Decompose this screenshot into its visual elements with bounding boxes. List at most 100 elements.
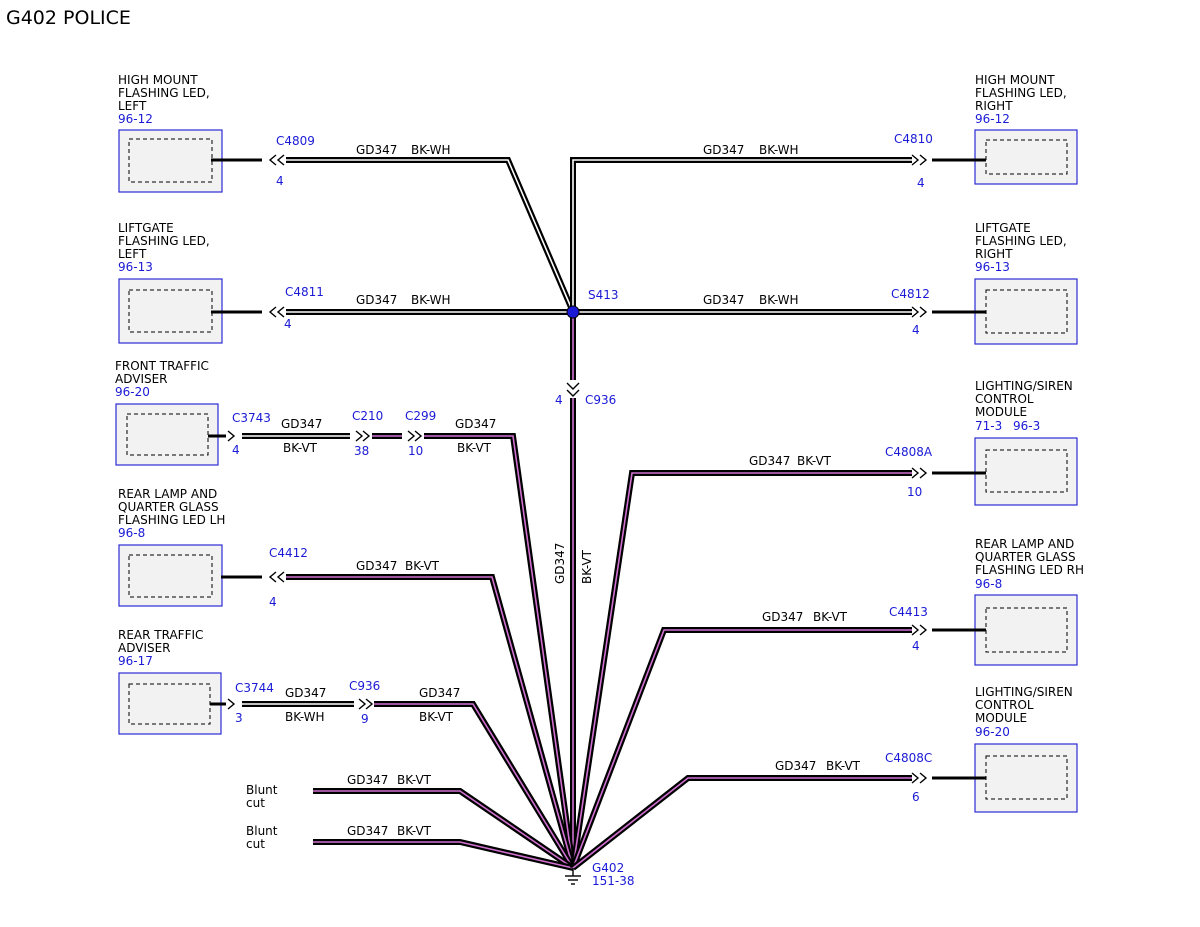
- connector-c936b-icon[interactable]: [358, 698, 367, 710]
- connector-c4810-icon-b: [919, 154, 928, 166]
- wire-c4413-ground: [570, 627, 912, 870]
- connector-c4413-icon-b: [919, 624, 928, 636]
- component-ref: 96-13: [118, 260, 153, 274]
- connector-c3744-icon[interactable]: [227, 698, 236, 710]
- component-label-line: HIGH MOUNT: [975, 73, 1055, 87]
- component-label-line: QUARTER GLASS: [975, 550, 1076, 564]
- component-inner-outline: [985, 449, 1068, 493]
- connector-c4413-id: C4413: [889, 605, 928, 619]
- connector-c4413-icon[interactable]: [911, 624, 920, 636]
- connector-c4811-pin: 4: [284, 317, 292, 331]
- wire-circuit-label: GD347: [775, 759, 816, 773]
- component-ref: 96-12: [975, 112, 1010, 126]
- component-ref: 71-3: [975, 419, 1002, 433]
- component-lighting-siren-module-1[interactable]: LIGHTING/SIREN CONTROL MODULE 71-3 96-3: [932, 379, 1078, 506]
- component-box[interactable]: [118, 278, 223, 344]
- component-box[interactable]: [115, 403, 219, 466]
- component-label-line: LIFTGATE: [975, 221, 1031, 235]
- connector-c4808a-id: C4808A: [885, 445, 933, 459]
- component-label-line: FLASHING LED LH: [118, 513, 225, 527]
- component-liftgate-left[interactable]: LIFTGATE FLASHING LED, LEFT 96-13: [118, 221, 262, 344]
- splice-s413-dot[interactable]: [566, 305, 580, 319]
- connector-c936b-id: C936: [349, 679, 380, 693]
- component-label-line: RIGHT: [975, 99, 1013, 113]
- connector-c210-icon-b: [362, 430, 371, 442]
- connector-c4812-pin: 4: [912, 323, 920, 337]
- component-label-line: QUARTER GLASS: [118, 500, 219, 514]
- connector-c4810-id: C4810: [894, 132, 933, 146]
- component-label-line: LIGHTING/SIREN: [975, 685, 1073, 699]
- wire-hm-right: [570, 157, 912, 312]
- component-label-line: FRONT TRAFFIC: [115, 359, 209, 373]
- wire-c4412-ground: [286, 574, 576, 869]
- component-label-line: LIFTGATE: [118, 221, 174, 235]
- connector-c4412-icon[interactable]: [268, 571, 277, 583]
- connector-c4809-icon[interactable]: [268, 154, 277, 166]
- connector-c4811-id: C4811: [285, 285, 324, 299]
- connector-c210-icon[interactable]: [355, 430, 364, 442]
- connector-c4412-pin: 4: [269, 595, 277, 609]
- component-liftgate-right[interactable]: LIFTGATE FLASHING LED, RIGHT 96-13: [932, 221, 1078, 345]
- connector-c210-id: C210: [352, 409, 383, 423]
- wire-color-label: BK-WH: [285, 710, 325, 724]
- component-lighting-siren-module-2[interactable]: LIGHTING/SIREN CONTROL MODULE 96-20: [932, 685, 1078, 813]
- component-high-mount-left[interactable]: HIGH MOUNT FLASHING LED, LEFT 96-12: [118, 73, 262, 193]
- connector-c4810-pin: 4: [917, 176, 925, 190]
- wire-c299-ground: [424, 433, 576, 869]
- connector-c3743-icon[interactable]: [227, 430, 236, 442]
- wire-color-label: BK-WH: [411, 293, 451, 307]
- component-label-line: CONTROL: [975, 698, 1034, 712]
- connector-c936b-icon-b: [365, 698, 374, 710]
- connector-c4810-icon[interactable]: [911, 154, 920, 166]
- component-label-line: REAR LAMP AND: [118, 487, 217, 501]
- component-label-line: ADVISER: [115, 372, 168, 386]
- wire-circuit-label: GD347: [749, 454, 790, 468]
- component-label-line: MODULE: [975, 405, 1027, 419]
- connector-c936-id: C936: [585, 393, 616, 407]
- connector-c4808c-icon[interactable]: [911, 772, 920, 784]
- wire-circuit-label: GD347: [347, 824, 388, 838]
- diagram-title: G402 POLICE: [6, 7, 131, 29]
- connector-c4809-icon-b: [276, 154, 285, 166]
- component-rear-lamp-rh[interactable]: REAR LAMP AND QUARTER GLASS FLASHING LED…: [932, 537, 1084, 666]
- wire-circuit-label: GD347: [347, 773, 388, 787]
- component-box[interactable]: [974, 129, 1078, 185]
- wires: [242, 157, 912, 871]
- blunt-cut-label-1: Blunt: [246, 783, 278, 797]
- component-front-traffic-adviser[interactable]: FRONT TRAFFIC ADVISER 96-20: [115, 359, 226, 466]
- component-box[interactable]: [118, 544, 223, 607]
- component-box[interactable]: [118, 672, 222, 735]
- component-label-line: LEFT: [118, 247, 147, 261]
- connector-c299-icon-b: [414, 430, 423, 442]
- wire-blunt1-ground: [313, 788, 575, 871]
- component-rear-traffic-adviser[interactable]: REAR TRAFFIC ADVISER 96-17: [118, 628, 226, 735]
- connector-c936-icon[interactable]: [566, 382, 580, 390]
- connector-c4812-icon[interactable]: [911, 306, 920, 318]
- wire-color-label: BK-WH: [759, 293, 799, 307]
- component-rear-lamp-lh[interactable]: REAR LAMP AND QUARTER GLASS FLASHING LED…: [118, 487, 262, 607]
- connector-c936-icon-b: [566, 389, 580, 397]
- connector-c4808a-icon[interactable]: [911, 467, 920, 479]
- component-inner-outline: [985, 139, 1068, 175]
- wire-circuit-label: GD347: [703, 143, 744, 157]
- component-box[interactable]: [974, 278, 1078, 345]
- component-box[interactable]: [974, 743, 1078, 813]
- component-ref: 96-20: [975, 725, 1010, 739]
- component-box[interactable]: [974, 594, 1078, 666]
- connector-c4809-pin: 4: [276, 174, 284, 188]
- wire-color-label-vertical: BK-VT: [580, 549, 594, 584]
- connector-c4412-icon-b: [276, 571, 285, 583]
- component-high-mount-right[interactable]: HIGH MOUNT FLASHING LED, RIGHT 96-12: [932, 73, 1078, 185]
- component-label-line: LIGHTING/SIREN: [975, 379, 1073, 393]
- connector-c299-icon[interactable]: [407, 430, 416, 442]
- component-box[interactable]: [974, 437, 1078, 506]
- blunt-cut-label-2b: cut: [246, 837, 265, 851]
- wire-color-label: BK-VT: [397, 773, 432, 787]
- ground-g402-label: G402: [592, 861, 624, 875]
- connector-c4811-icon[interactable]: [268, 306, 277, 318]
- component-label-line: FLASHING LED,: [118, 234, 210, 248]
- component-label-line: ADVISER: [118, 641, 171, 655]
- ground-g402-icon[interactable]: [565, 868, 581, 885]
- wire-circuit-label: GD347: [281, 417, 322, 431]
- wire-circuit-label: GD347: [762, 610, 803, 624]
